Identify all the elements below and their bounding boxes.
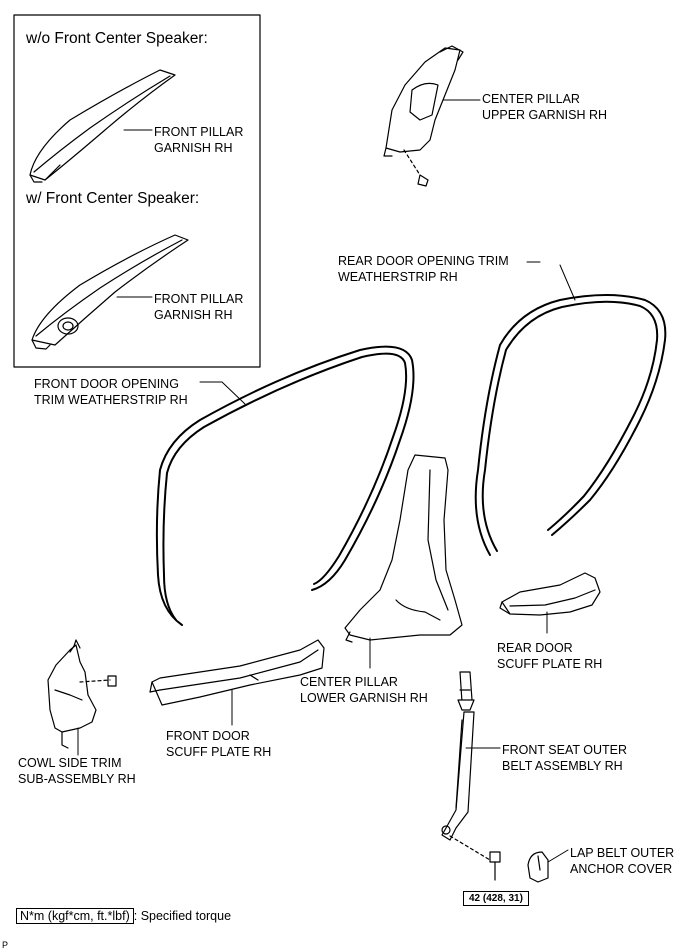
inset-header-with-speaker: w/ Front Center Speaker: — [26, 190, 200, 207]
torque-legend: N*m (kgf*cm, ft.*lbf): Specified torque — [16, 908, 232, 924]
rear-door-scuff-plate — [499, 572, 601, 616]
front-door-weatherstrip — [155, 345, 415, 626]
front-seat-outer-belt — [441, 671, 501, 881]
front-door-scuff-plate — [149, 639, 325, 706]
torque-legend-text: : Specified torque — [133, 909, 232, 923]
leader-lines — [77, 99, 576, 863]
front-pillar-garnish-1 — [29, 69, 176, 183]
torque-legend-unit: N*m (kgf*cm, ft.*lbf) — [16, 908, 134, 924]
front-pillar-garnish-2 — [31, 234, 189, 350]
torque-spec-box: 42 (428, 31) — [463, 891, 529, 906]
rear-door-weatherstrip — [474, 294, 667, 556]
lap-belt-outer-anchor-cover — [527, 851, 549, 883]
inset-header-without-speaker: w/o Front Center Speaker: — [26, 30, 208, 47]
page-reference: P — [2, 940, 9, 950]
inset-frame — [13, 14, 261, 368]
center-pillar-upper-garnish — [383, 45, 464, 187]
center-pillar-lower-garnish — [344, 454, 463, 643]
cowl-side-trim — [47, 639, 117, 749]
